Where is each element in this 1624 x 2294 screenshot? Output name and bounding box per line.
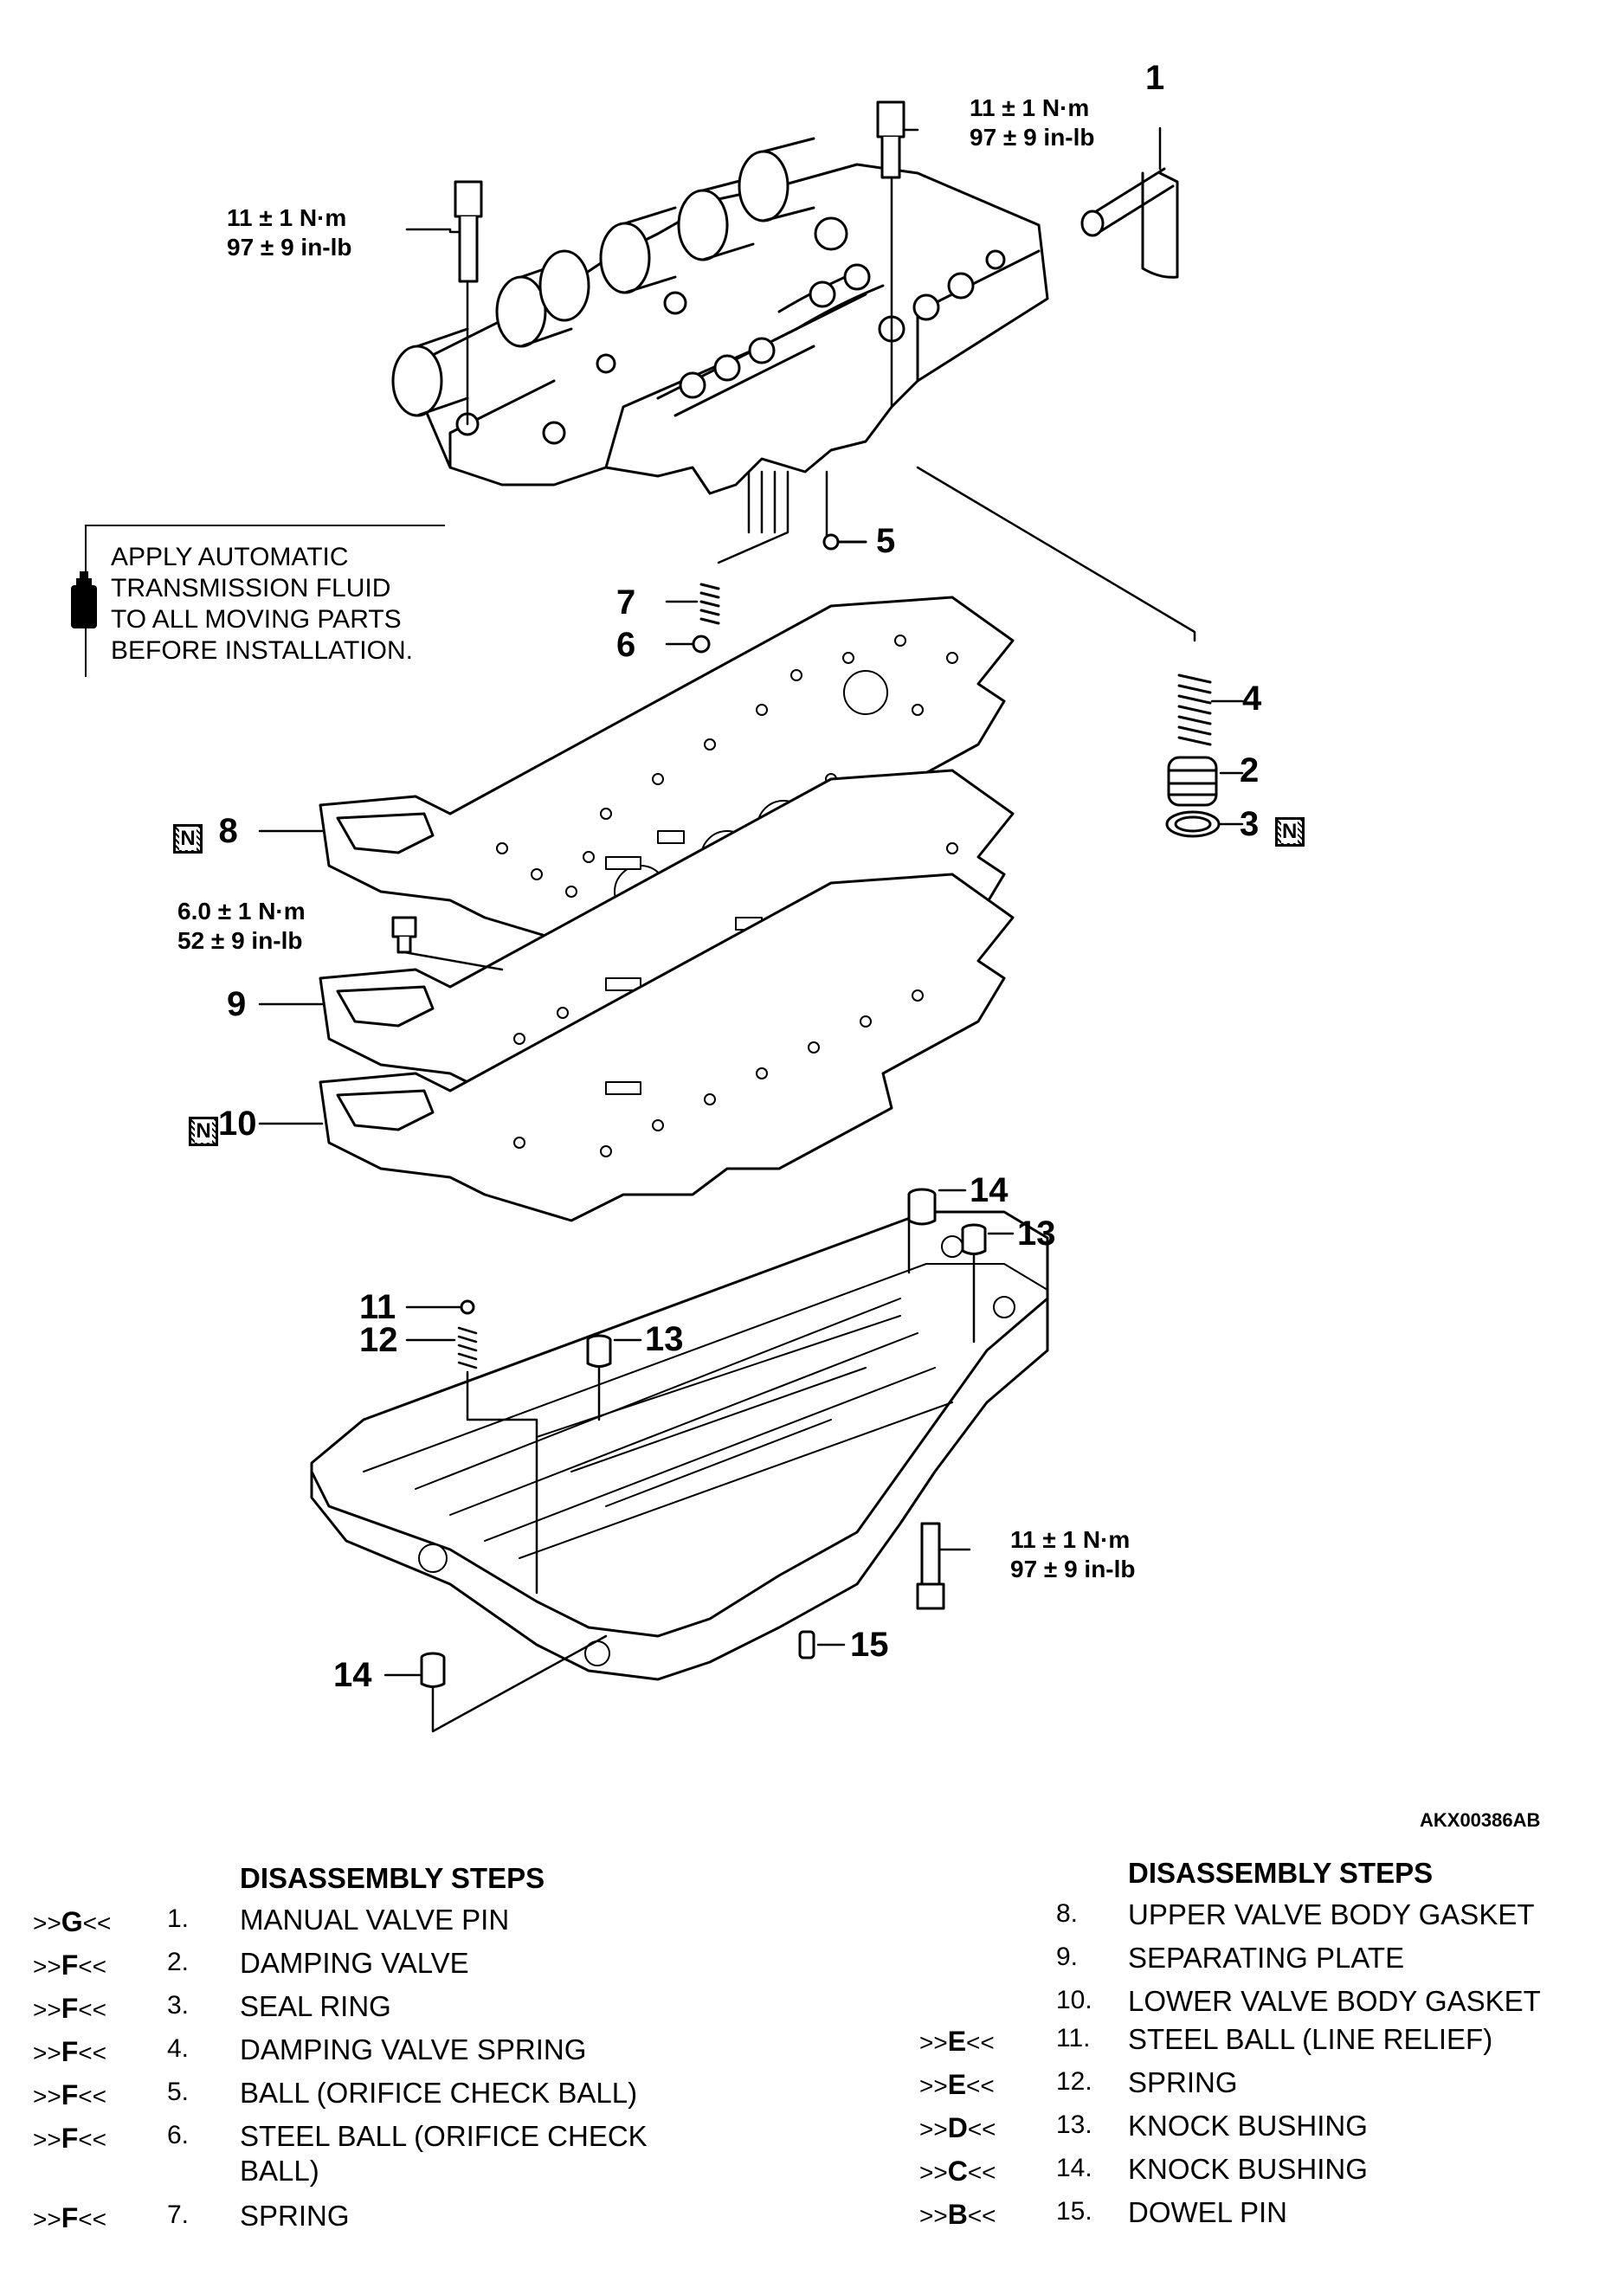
step-number: 8. — [1056, 1899, 1079, 1928]
step-mark: >>B<< — [919, 2199, 996, 2230]
step-number: 5. — [167, 2078, 190, 2106]
torque-nm: 6.0 ± 1 N·m — [177, 898, 306, 925]
note-line: TRANSMISSION FLUID — [111, 574, 391, 602]
step-description: MANUAL VALVE PIN — [240, 1904, 510, 1936]
note-line: APPLY AUTOMATIC — [111, 543, 349, 571]
callout-3-group: 3 N — [1240, 807, 1305, 847]
torque-inlb: 97 ± 9 in-lb — [970, 124, 1095, 151]
note-line: BEFORE INSTALLATION. — [111, 636, 413, 665]
callout-14: 14 — [333, 1656, 372, 1694]
plate-bolt — [391, 916, 504, 971]
step-number: 3. — [167, 1991, 190, 2020]
torque-nm: 11 ± 1 N·m — [1010, 1526, 1131, 1553]
step-mark: >>F<< — [33, 2036, 106, 2067]
callout-1: 1 — [1145, 59, 1165, 97]
callout-8-group: N 8 — [173, 814, 238, 854]
callout-15: 15 — [850, 1626, 889, 1664]
manual-valve-pin — [1080, 126, 1179, 279]
torque-inlb: 97 ± 9 in-lb — [1010, 1556, 1136, 1582]
new-part-mark: N — [1274, 816, 1305, 847]
step-number: 10. — [1056, 1986, 1092, 2014]
step-number: 9. — [1056, 1943, 1079, 1971]
fluid-bottle-icon — [71, 571, 97, 628]
step-mark: >>F<< — [33, 2079, 106, 2110]
note-line: TO ALL MOVING PARTS — [111, 605, 402, 634]
step-mark: >>E<< — [919, 2026, 995, 2057]
step-number: 15. — [1056, 2197, 1092, 2226]
step-number: 14. — [1056, 2154, 1092, 2182]
step-description: SPRING — [1128, 2066, 1238, 2098]
torque-spec-lower: 11 ± 1 N·m 97 ± 9 in-lb — [1010, 1525, 1136, 1584]
new-part-mark: N — [189, 1116, 218, 1146]
callout-5: 5 — [876, 522, 896, 560]
step-number: 11. — [1056, 2024, 1091, 2052]
step-number: 4. — [167, 2034, 190, 2063]
callout-11: 11 — [359, 1288, 396, 1326]
step-description: KNOCK BUSHING — [1128, 2153, 1368, 2185]
step-number: 6. — [167, 2121, 190, 2149]
step-number: 2. — [167, 1948, 190, 1976]
atf-note-box: APPLY AUTOMATIC TRANSMISSION FLUID TO AL… — [71, 525, 445, 677]
step-description: DOWEL PIN — [1128, 2196, 1287, 2228]
torque-nm: 11 ± 1 N·m — [970, 94, 1090, 121]
step-description: SPRING — [240, 2200, 350, 2232]
step-description: DAMPING VALVE — [240, 1947, 469, 1979]
step-mark: >>F<< — [33, 1949, 106, 1981]
step-description: KNOCK BUSHING — [1128, 2110, 1368, 2142]
lower-valve-body-gasket — [319, 873, 1015, 1222]
lower-small-parts — [383, 1188, 1015, 1733]
step-number: 13. — [1056, 2110, 1092, 2139]
spring-7 — [665, 583, 720, 625]
upper-bolts — [405, 100, 919, 426]
step-mark: >>G<< — [33, 1906, 112, 1937]
torque-spec-upper-left: 11 ± 1 N·m 97 ± 9 in-lb — [227, 203, 352, 262]
figure-reference: AKX00386AB — [1420, 1809, 1541, 1831]
step-number: 7. — [167, 2201, 190, 2229]
callout-14: 14 — [970, 1171, 1009, 1209]
steel-ball-6 — [665, 635, 711, 654]
torque-inlb: 97 ± 9 in-lb — [227, 234, 352, 261]
step-description: STEEL BALL (LINE RELIEF) — [1128, 2023, 1493, 2055]
new-part-mark: N — [173, 823, 203, 854]
step-mark: >>C<< — [919, 2155, 996, 2187]
torque-spec-upper-right: 11 ± 1 N·m 97 ± 9 in-lb — [970, 93, 1095, 152]
ball-5 — [822, 533, 867, 551]
damping-valve-parts — [1165, 673, 1244, 838]
step-description: SEPARATING PLATE — [1128, 1942, 1405, 1974]
torque-nm: 11 ± 1 N·m — [227, 204, 347, 231]
upper-valve-body — [391, 137, 1049, 495]
callout-7: 7 — [616, 583, 636, 622]
steps-title: DISASSEMBLY STEPS — [1128, 1857, 1434, 1889]
callout-10: 10 — [218, 1105, 257, 1143]
torque-spec-plate: 6.0 ± 1 N·m 52 ± 9 in-lb — [177, 897, 306, 956]
callout-9: 9 — [227, 985, 247, 1023]
step-description: DAMPING VALVE SPRING — [240, 2033, 587, 2065]
callout-3: 3 — [1240, 805, 1260, 843]
torque-inlb: 52 ± 9 in-lb — [177, 927, 303, 954]
step-description: UPPER VALVE BODY GASKET — [1128, 1898, 1535, 1930]
callout-6: 6 — [616, 626, 636, 664]
step-mark: >>F<< — [33, 2123, 106, 2154]
step-mark: >>E<< — [919, 2069, 995, 2100]
step-mark: >>F<< — [33, 1993, 106, 2024]
callout-13: 13 — [1017, 1215, 1056, 1253]
step-description: LOWER VALVE BODY GASKET — [1128, 1985, 1541, 2017]
steps-title: DISASSEMBLY STEPS — [240, 1862, 545, 1894]
lower-bolt — [916, 1522, 971, 1610]
exploded-view-diagram — [258, 100, 1244, 1733]
step-mark: >>F<< — [33, 2202, 106, 2233]
callout-13: 13 — [645, 1320, 684, 1358]
step-description: BALL (ORIFICE CHECK BALL) — [240, 2077, 638, 2109]
step-mark: >>D<< — [919, 2112, 996, 2143]
step-number: 12. — [1056, 2067, 1092, 2096]
callout-2: 2 — [1240, 751, 1260, 789]
step-number: 1. — [167, 1904, 190, 1933]
lower-valve-body — [310, 1210, 1049, 1681]
callout-4: 4 — [1242, 680, 1262, 718]
callout-12: 12 — [359, 1321, 398, 1359]
step-description: SEAL RING — [240, 1990, 391, 2022]
callout-8: 8 — [218, 812, 238, 850]
